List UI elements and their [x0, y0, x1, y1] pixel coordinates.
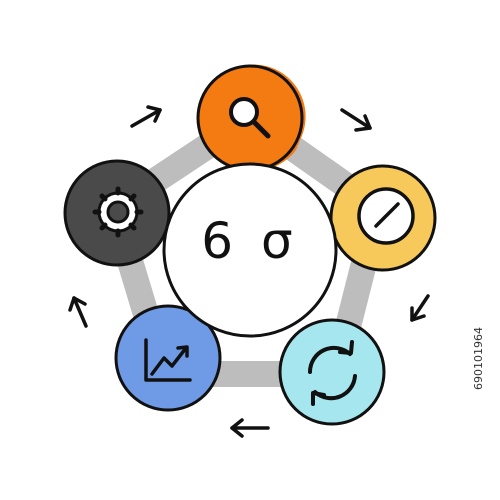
- growth-chart-icon: [144, 338, 192, 382]
- gauge-icon: [357, 187, 415, 245]
- magnifier-icon: [229, 97, 271, 139]
- gear-icon: [92, 186, 144, 238]
- side-identifier: 690101964: [472, 327, 485, 390]
- arrow-right-icon: [410, 294, 430, 322]
- arrow-bottom-icon: [230, 418, 270, 438]
- arrow-top-left-icon: [130, 105, 162, 128]
- center-circle: [162, 162, 338, 338]
- cyan-circle-node: [278, 318, 386, 426]
- arrow-left-icon: [68, 296, 88, 328]
- arrow-top-right-icon: [340, 108, 372, 132]
- refresh-cycle-icon: [307, 340, 357, 406]
- six-sigma-symbol: 6 σ: [201, 212, 299, 270]
- blue-circle-node: [114, 304, 222, 412]
